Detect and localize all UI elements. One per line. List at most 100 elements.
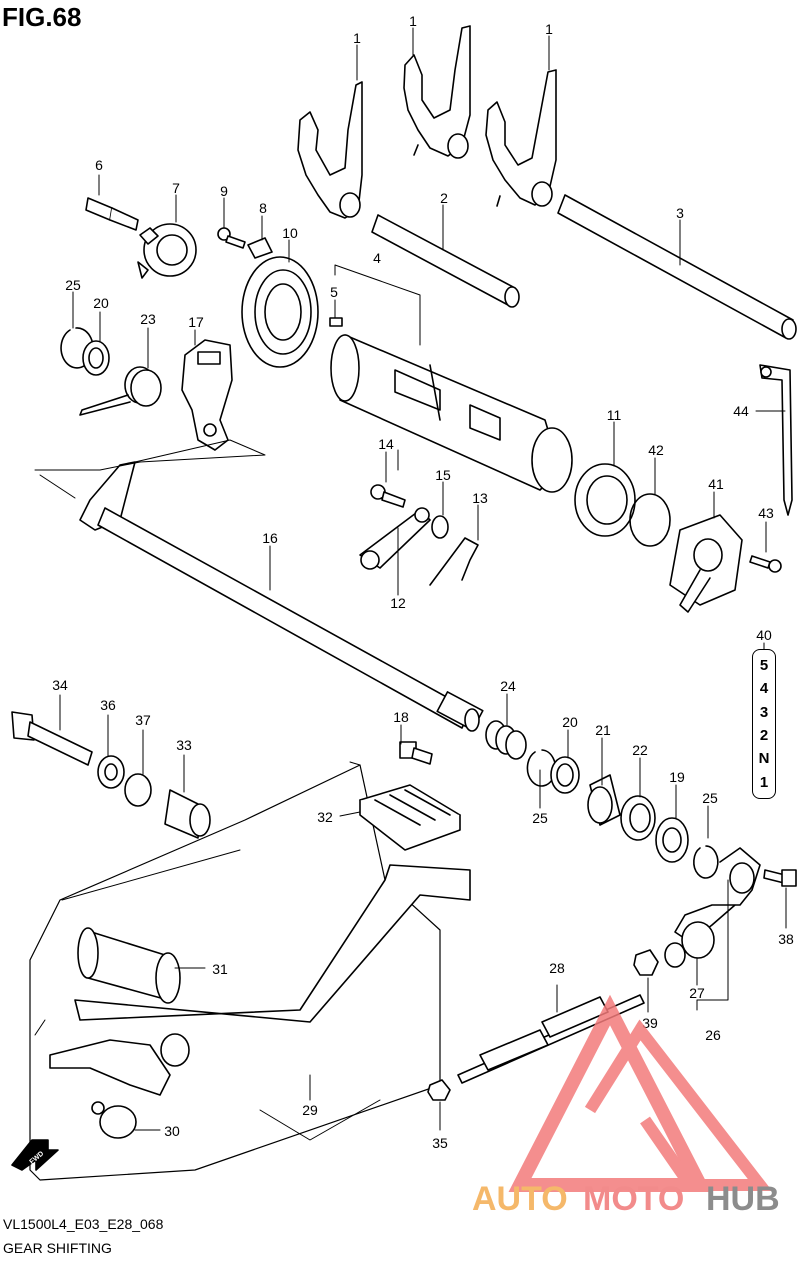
callout-37: 37 [135,712,151,728]
callout-43: 43 [758,505,774,521]
clamp-44 [759,364,793,516]
callout-9: 9 [220,183,228,199]
callout-24: 24 [500,678,516,694]
pivot-30 [91,1101,137,1139]
gearshift-shaft [79,461,484,732]
callout-29: 29 [302,1102,318,1118]
callout-13: 13 [472,490,488,506]
callout-20a: 20 [93,295,109,311]
bolt-38 [763,869,797,887]
bolt-6 [85,197,139,231]
callout-2: 2 [440,190,448,206]
callout-1c: 1 [545,21,553,37]
o-ring-42 [629,493,671,547]
callout-5: 5 [330,284,338,300]
callout-23: 23 [140,311,156,327]
model-code: VL1500L4_E03_E28_068 [3,1216,164,1232]
pedal-box-outline [29,764,441,1181]
callout-34: 34 [52,677,68,693]
callout-21: 21 [595,722,611,738]
callout-15: 15 [435,467,451,483]
shift-arm-12 [359,507,431,570]
callout-6: 6 [95,157,103,173]
gear-3: 3 [759,703,769,721]
gearshift-cam [330,334,573,493]
callout-20b: 20 [562,714,578,730]
callout-44: 44 [733,403,749,419]
bolt-14 [370,484,406,508]
plate-17 [181,339,233,451]
fork-shaft-short [371,214,520,308]
callout-10: 10 [282,225,298,241]
shift-fork-middle [403,25,471,159]
return-spring-23 [79,366,162,416]
callout-14: 14 [378,436,394,452]
fwd-arrow-icon [11,1139,59,1171]
svg-text:MOTO: MOTO [583,1180,684,1218]
gear-n: N [758,750,770,768]
callout-39: 39 [642,1015,658,1031]
watermark-text: AUTO MOTO HUB [472,1180,780,1218]
callout-7: 7 [172,180,180,196]
callout-19: 19 [669,769,685,785]
link-rod-28 [457,994,645,1084]
gear-position-indicator: 5 4 3 2 N 1 [752,649,776,799]
circlip-25-top [60,327,94,369]
bolt-18 [399,741,433,765]
figure-caption: GEAR SHIFTING [3,1240,112,1256]
circlip-25-right [693,845,719,879]
gear-4: 4 [759,680,769,698]
pedal-plate-32 [359,784,461,851]
spacer-33 [164,789,211,839]
bearing-10 [241,256,319,368]
callout-28: 28 [549,960,565,976]
callout-30: 30 [164,1123,180,1139]
svg-text:HUB: HUB [706,1180,780,1218]
gear-2: 2 [759,727,769,745]
callout-8: 8 [259,200,267,216]
cam-pin [329,317,343,327]
callout-3: 3 [676,205,684,221]
callout-18: 18 [393,709,409,725]
ring-37 [124,773,152,807]
callout-1a: 1 [353,30,361,46]
callout-31: 31 [212,961,228,977]
bolt-34 [11,711,93,766]
callout-16: 16 [262,530,278,546]
callout-12: 12 [390,595,406,611]
callout-41: 41 [708,476,724,492]
callout-38: 38 [778,931,794,947]
callout-36: 36 [100,697,116,713]
pivot-27 [664,921,715,968]
callout-26: 26 [705,1027,721,1043]
figure-title: FIG.68 [2,2,82,32]
bearing-11 [574,463,636,537]
callout-11: 11 [607,407,622,423]
spring-24 [485,720,527,760]
nut-39 [633,949,659,976]
callout-22: 22 [632,742,648,758]
callout-33: 33 [176,737,192,753]
gear-5: 5 [759,657,769,675]
circlip-25-mid [526,749,557,787]
shift-fork-right [485,69,557,207]
watermark-logo [508,994,773,1192]
callout-42: 42 [648,442,664,458]
nut-35 [427,1079,451,1101]
bolt-43 [749,555,782,573]
callout-32: 32 [317,809,333,825]
cam-stopper [137,223,197,279]
screw-9 [217,227,246,249]
gear-1: 1 [759,773,769,791]
gear-position-switch [669,514,743,613]
bearing-21 [587,774,621,826]
callout-4: 4 [373,250,381,266]
callout-17: 17 [188,314,204,330]
callout-1b: 1 [409,13,417,29]
oil-seal-22 [620,795,656,841]
callout-27: 27 [689,985,705,1001]
svg-text:AUTO: AUTO [472,1180,568,1218]
callout-40: 40 [756,627,772,643]
plate-8 [247,237,273,259]
